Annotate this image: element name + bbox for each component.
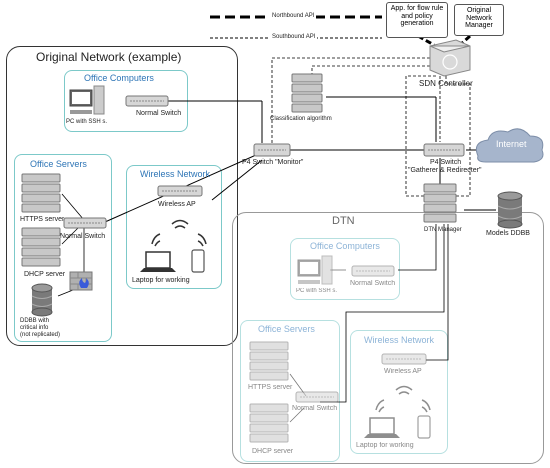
orig-wireless-ap-label: Wireless AP	[158, 201, 196, 208]
orig-wireless-title: Wireless Network	[140, 169, 211, 179]
original-network-manager-label: Original Network Manager	[465, 7, 493, 30]
dtn-title: DTN	[332, 215, 355, 227]
sdn-controller-label: SDN Controller	[419, 79, 473, 88]
dtn-pc-label: PC with SSH s.	[296, 288, 338, 294]
dtn-office-computers-title: Office Computers	[310, 241, 380, 251]
orig-computers-switch-label: Normal Switch	[136, 110, 182, 117]
dtn-manager-label: DTN Manager	[424, 227, 462, 233]
dtn-wireless-ap-label: Wireless AP	[384, 368, 422, 375]
p4-gatherer-label-2: "Gatherer & Redirecter"	[408, 167, 482, 174]
classification-label: Classification algorithm	[270, 116, 332, 122]
orig-ddbb-label-3: (not replicated)	[20, 332, 61, 338]
orig-ddbb-label-2: critical info	[20, 325, 49, 331]
models-ddbb-label: Models DDBB	[486, 230, 530, 237]
original-network-title: Original Network (example)	[36, 50, 182, 64]
p4-monitor-label: P4 Switch "Monitor"	[242, 159, 304, 166]
orig-https-label: HTTPS server	[20, 216, 65, 223]
orig-office-servers-title: Office Servers	[30, 159, 87, 169]
original-network-region	[6, 46, 238, 346]
dtn-region	[232, 212, 544, 464]
app-flow-rule-label: App. for flow rule and policy generation	[390, 5, 444, 28]
northbound-legend-label: Northbound API	[270, 13, 317, 20]
southbound-legend-label: Southbound API	[270, 34, 318, 41]
dtn-wireless-title: Wireless Network	[364, 335, 435, 345]
original-network-manager-box: Original Network Manager	[454, 4, 504, 36]
orig-office-computers-title: Office Computers	[84, 73, 154, 83]
orig-ddbb-label-1: DDBB with	[20, 318, 50, 324]
p4-gatherer-label-1: P4 Switch	[430, 159, 462, 166]
dtn-wireless-box	[350, 330, 448, 454]
dtn-dhcp-label: DHCP server	[252, 448, 294, 455]
dtn-office-servers-title: Office Servers	[258, 324, 315, 334]
orig-pc-label: PC with SSH s.	[66, 119, 108, 125]
dtn-computers-switch-label: Normal Switch	[350, 280, 396, 287]
orig-servers-switch-label: Normal Switch	[60, 233, 106, 240]
orig-dhcp-label: DHCP server	[24, 271, 66, 278]
dtn-servers-switch-label: Normal Switch	[292, 405, 338, 412]
orig-laptop-label: Laptop for working	[132, 277, 190, 284]
dtn-https-label: HTTPS server	[248, 384, 293, 391]
app-flow-rule-box: App. for flow rule and policy generation	[386, 2, 448, 38]
dtn-laptop-label: Laptop for working	[356, 442, 414, 449]
internet-label: Internet	[496, 139, 527, 149]
